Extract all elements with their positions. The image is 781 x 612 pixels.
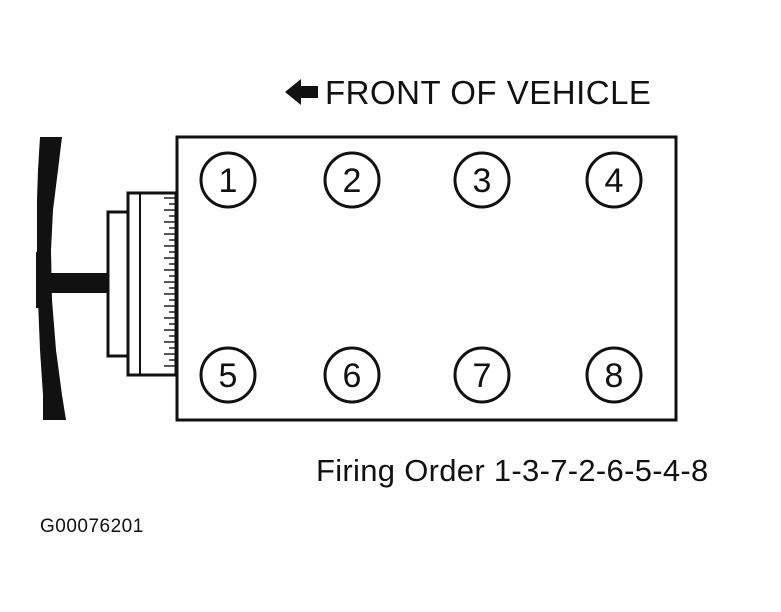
- cylinder-5: 5: [199, 346, 257, 404]
- arrow-left-icon: [285, 79, 318, 105]
- cylinder-circle: [585, 346, 643, 404]
- fan-hub: [36, 252, 50, 308]
- cylinder-2: 2: [323, 151, 381, 209]
- cylinder-number: 1: [219, 162, 238, 200]
- cylinder-number: 8: [605, 357, 624, 395]
- front-of-vehicle-label: FRONT OF VEHICLE: [285, 72, 651, 112]
- cylinder-number: 6: [343, 357, 362, 395]
- cylinder-8: 8: [585, 346, 643, 404]
- cylinder-group: 1 2 3 4 5 6 7 8: [199, 151, 643, 404]
- cylinder-circle: [323, 151, 381, 209]
- cylinder-circle: [585, 151, 643, 209]
- cylinder-circle: [453, 151, 511, 209]
- cylinder-number: 7: [473, 357, 492, 395]
- cylinder-circle: [199, 346, 257, 404]
- fan-shaft: [44, 273, 110, 293]
- front-of-vehicle-text: FRONT OF VEHICLE: [325, 73, 652, 111]
- cylinder-number: 2: [343, 162, 362, 200]
- firing-order-label: Firing Order 1-3-7-2-6-5-4-8: [316, 453, 709, 488]
- figure-id: G00076201: [40, 516, 144, 537]
- cylinder-4: 4: [585, 151, 643, 209]
- cylinder-circle: [323, 346, 381, 404]
- cylinder-3: 3: [453, 151, 511, 209]
- cylinder-circle: [453, 346, 511, 404]
- cylinder-number: 4: [605, 162, 624, 200]
- cylinder-number: 5: [219, 357, 238, 395]
- timing-marks: [164, 197, 176, 367]
- cylinder-1: 1: [199, 151, 257, 209]
- cylinder-circle: [199, 151, 257, 209]
- cylinder-number: 3: [473, 162, 492, 200]
- cylinder-6: 6: [323, 346, 381, 404]
- pulley-hub: [126, 191, 178, 377]
- cylinder-7: 7: [453, 346, 511, 404]
